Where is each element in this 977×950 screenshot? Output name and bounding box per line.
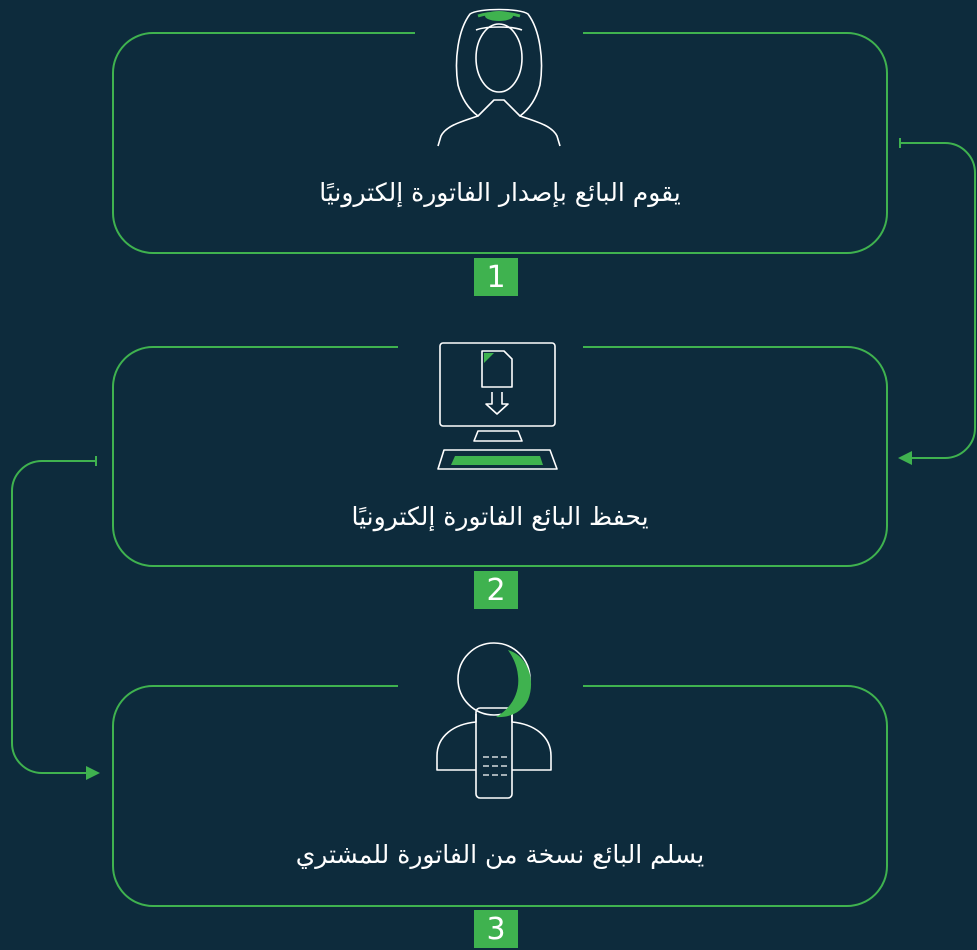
step-3-box (112, 685, 888, 907)
ghutra-band-icon (485, 11, 513, 21)
step-3-number: 3 (474, 910, 518, 948)
arrow-left-icon (898, 451, 912, 465)
computer-download-icon (437, 342, 558, 470)
connector-1-to-2 (898, 138, 976, 465)
connector-2-to-3 (11, 456, 100, 780)
step-1-text: يقوم البائع بإصدار الفاتورة إلكترونيًا (319, 178, 681, 207)
step-2-box (112, 346, 888, 567)
step-1-box (112, 32, 888, 254)
face-shadow-icon (496, 650, 532, 718)
keyboard-icon (451, 456, 543, 465)
document-corner-icon (484, 353, 494, 363)
person-ghutra-icon (437, 8, 561, 147)
person-phone-icon (436, 642, 552, 799)
step-2-number: 2 (474, 571, 518, 609)
step-3-text: يسلم البائع نسخة من الفاتورة للمشتري (295, 840, 705, 869)
step-2-text: يحفظ البائع الفاتورة إلكترونيًا (351, 502, 649, 531)
step-1-number: 1 (474, 258, 518, 296)
arrow-right-icon (86, 766, 100, 780)
